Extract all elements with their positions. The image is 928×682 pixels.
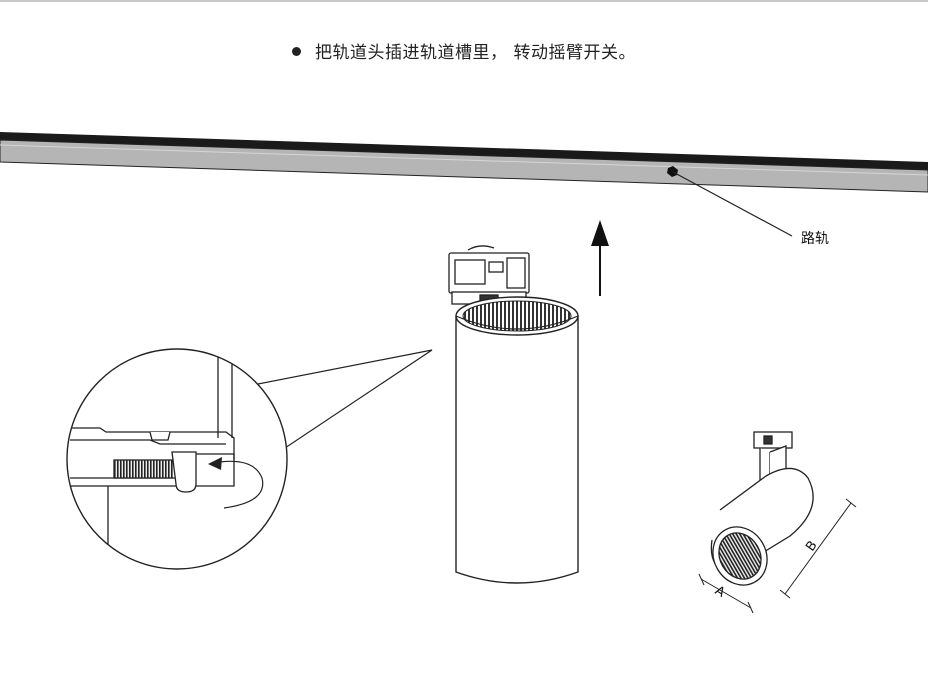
- track-adapter: [448, 245, 530, 305]
- instruction-line: 把轨道头插进轨道槽里， 转动摇臂开关。: [0, 38, 928, 63]
- rotation-arrow-icon: [208, 457, 222, 470]
- bullet-dot-icon: [292, 46, 302, 56]
- dimension-b: [779, 498, 857, 599]
- track-light-main: [448, 245, 579, 584]
- rail-point-marker: [667, 166, 678, 177]
- dimension-a-label: A: [712, 583, 727, 600]
- dimension-b-label: B: [803, 538, 820, 554]
- rail-callout: [667, 166, 793, 237]
- top-divider: [0, 0, 928, 2]
- track-rail: [0, 132, 928, 193]
- up-arrow-icon: [591, 220, 609, 296]
- track-light-angled: [710, 431, 814, 586]
- instruction-text: 把轨道头插进轨道槽里， 转动摇臂开关。: [315, 43, 636, 63]
- rail-label: 路轨: [801, 231, 829, 247]
- detail-magnifier: [66, 348, 288, 570]
- rail-leader-line: [672, 171, 793, 237]
- dimension-a: [698, 573, 754, 614]
